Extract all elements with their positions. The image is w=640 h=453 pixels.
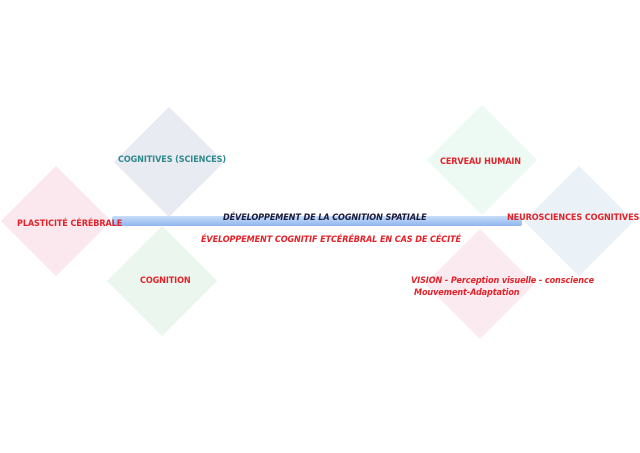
timeline-bar: [112, 216, 522, 226]
plasticite-label: PLASTICITÉ CÉRÉBRALE: [17, 219, 123, 229]
neurosciences-label: NEUROSCIENCES COGNITIVES: [507, 213, 640, 223]
timeline-subtitle: ÉVELOPPEMENT COGNITIF ETCÉRÉBRAL EN CAS …: [201, 235, 461, 245]
vision-label-line2: Mouvement-Adaptation: [414, 288, 520, 298]
vision-label-line1: VISION - Perception visuelle - conscienc…: [411, 276, 594, 286]
timeline-title: DÉVELOPPEMENT DE LA COGNITION SPATIALE: [223, 213, 427, 223]
cognitives-label: COGNITIVES (SCIENCES): [118, 155, 226, 165]
cognition-label: COGNITION: [140, 276, 191, 286]
cerveau-label: CERVEAU HUMAIN: [440, 157, 521, 167]
